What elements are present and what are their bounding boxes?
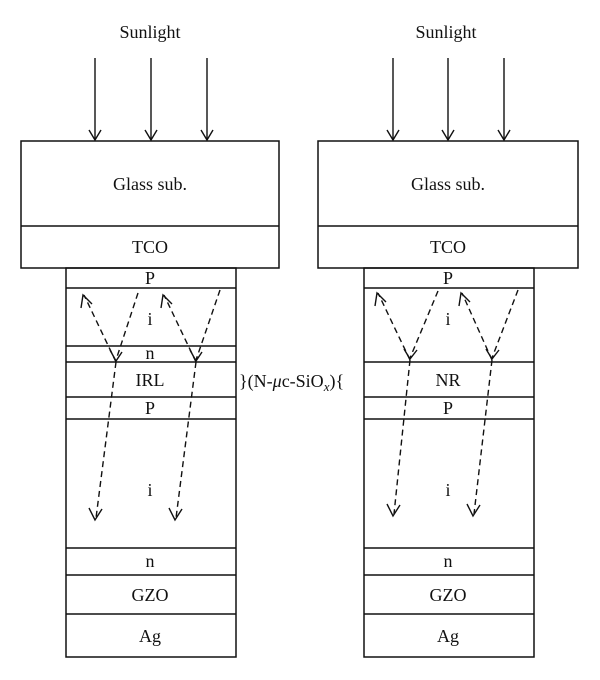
left-ray-3-head <box>88 507 103 522</box>
right-cell: Sunlight Glass sub. TCO P i NR P i n GZO… <box>317 22 579 658</box>
right-ag-label: Ag <box>437 626 459 646</box>
left-top-p-label: P <box>145 268 155 288</box>
right-glass-label: Glass sub. <box>411 174 485 194</box>
connector-label: }(N-μc-SiOx){ <box>239 371 344 394</box>
left-sunlight-label: Sunlight <box>119 22 180 42</box>
left-ray-2-down <box>195 289 221 361</box>
left-ray-2-up-head <box>160 293 173 309</box>
right-sun-arrow-3-head <box>497 129 511 142</box>
right-ray-1-up-head <box>374 291 387 307</box>
right-ray-2-up <box>461 292 493 361</box>
left-sun-arrow-1-head <box>88 129 102 142</box>
connector-mid: c-SiO <box>282 371 324 391</box>
right-bottom-n-label: n <box>444 551 453 571</box>
right-sunlight-label: Sunlight <box>415 22 476 42</box>
connector-mu: μ <box>272 371 282 391</box>
right-ray-1-up <box>377 292 411 361</box>
middle-layer-annotation: }(N-μc-SiOx){ <box>239 371 344 394</box>
left-light-paths <box>80 289 221 522</box>
left-layer-stack <box>65 267 237 658</box>
right-sun-arrow-1-head <box>386 129 400 142</box>
right-ray-4-long <box>473 359 493 515</box>
right-layer-stack <box>363 267 535 658</box>
right-ray-4-head <box>466 503 481 518</box>
left-glass-label: Glass sub. <box>113 174 187 194</box>
right-bottom-i-label: i <box>445 480 450 500</box>
connector-sub: x <box>323 379 330 394</box>
left-ray-4-long <box>175 361 197 519</box>
right-gzo-label: GZO <box>430 585 467 605</box>
right-sunlight-arrows <box>386 58 511 142</box>
connector-brace-right: { <box>335 371 344 391</box>
left-ag-label: Ag <box>139 626 161 646</box>
left-sunlight-arrows <box>88 58 214 142</box>
right-ray-2-down <box>491 289 519 359</box>
left-top-i-label: i <box>147 309 152 329</box>
left-ray-3-long <box>95 361 117 519</box>
connector-suffix: ) <box>329 371 335 392</box>
connector-prefix: (N- <box>248 371 273 392</box>
left-cell: Sunlight Glass sub. TCO P i n IRL P i <box>20 22 280 658</box>
right-mid-p-label: P <box>443 398 453 418</box>
right-light-paths <box>374 289 519 518</box>
left-ray-1-up <box>83 294 117 363</box>
left-mid-p-label: P <box>145 398 155 418</box>
right-sun-arrow-2-head <box>441 129 455 142</box>
right-ray-2-up-head <box>458 291 471 307</box>
right-ray-3-long <box>393 359 411 515</box>
left-ray-4-head <box>168 507 183 522</box>
left-sun-arrow-2-head <box>144 129 158 142</box>
right-nr-label: NR <box>435 370 460 390</box>
right-top-p-label: P <box>443 268 453 288</box>
left-gzo-label: GZO <box>132 585 169 605</box>
left-ray-2-up <box>163 294 197 363</box>
left-top-n-label: n <box>146 343 155 363</box>
connector-brace-left: } <box>239 371 248 391</box>
left-bottom-i-label: i <box>147 480 152 500</box>
left-ray-1-up-head <box>80 293 93 309</box>
left-tco-label: TCO <box>132 237 168 257</box>
left-ray-1-down <box>115 292 139 361</box>
left-bottom-n-label: n <box>146 551 155 571</box>
right-ray-3-head <box>386 503 401 518</box>
right-ray-1-down <box>409 290 439 359</box>
left-sun-arrow-3-head <box>200 129 214 142</box>
right-top-i-label: i <box>445 309 450 329</box>
right-tco-label: TCO <box>430 237 466 257</box>
left-irl-label: IRL <box>136 370 165 390</box>
